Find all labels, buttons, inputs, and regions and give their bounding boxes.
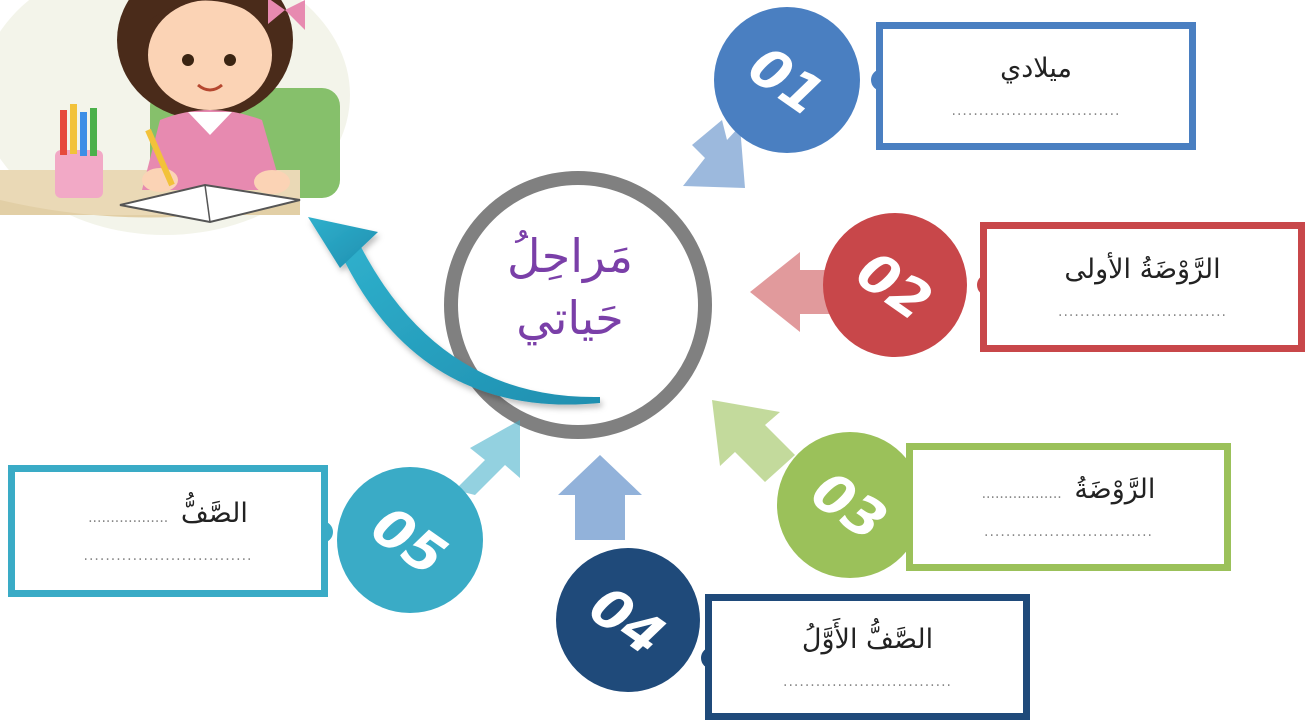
stage-label-text-03: الرَّوْضَةُ [1074, 473, 1156, 505]
center-ring [444, 171, 712, 439]
stage-label-03: الرَّوْضَةُ .................. [982, 474, 1156, 506]
arrow-04 [558, 455, 642, 540]
stage-circle-05: 05 [337, 467, 483, 613]
stage-blank-04[interactable]: ............................... [783, 674, 952, 691]
stage-box-05: الصَّفُّ .................. ............… [8, 465, 328, 597]
stage-blank-05[interactable]: ............................... [83, 548, 253, 565]
stage-label-01: ميلادي [1000, 52, 1072, 84]
stage-box-03: الرَّوْضَةُ .................. .........… [906, 443, 1231, 571]
stage-blank-03[interactable]: ............................... [984, 524, 1153, 541]
stage-circle-04: 04 [556, 548, 700, 692]
arrow-03 [712, 400, 795, 482]
girl-writing-illustration [0, 0, 350, 235]
stage-box-04: الصَّفُّ الأَوَّلُ .....................… [705, 594, 1030, 720]
arrow-01 [683, 120, 745, 188]
stage-blank-01[interactable]: ............................... [951, 103, 1121, 120]
stage-label-04: الصَّفُّ الأَوَّلُ [801, 623, 934, 655]
stage-circle-02: 02 [823, 213, 967, 357]
center-title-line2: حَياتي [516, 291, 624, 346]
stage-box-02: الرَّوْضَةُ الأولى .....................… [980, 222, 1305, 352]
stage-label-05: الصَّفُّ .................. [88, 498, 248, 530]
stage-circle-03: 03 [777, 432, 923, 578]
swoosh-arrow [308, 217, 600, 405]
stage-label-text-05: الصَّفُّ [180, 497, 248, 529]
stage-prefix-blank-05[interactable]: .................. [88, 509, 169, 526]
center-title: مَراحِلُ حَياتي [470, 225, 670, 349]
center-title-line1: مَراحِلُ [506, 229, 634, 283]
stage-label-02: الرَّوْضَةُ الأولى [1064, 253, 1221, 285]
stage-box-01: ميلادي ............................... [876, 22, 1196, 150]
stage-blank-02[interactable]: ............................... [1058, 304, 1227, 321]
stage-prefix-blank-03[interactable]: .................. [981, 485, 1062, 502]
stage-circle-01: 01 [714, 7, 860, 153]
arrow-05 [455, 420, 520, 495]
